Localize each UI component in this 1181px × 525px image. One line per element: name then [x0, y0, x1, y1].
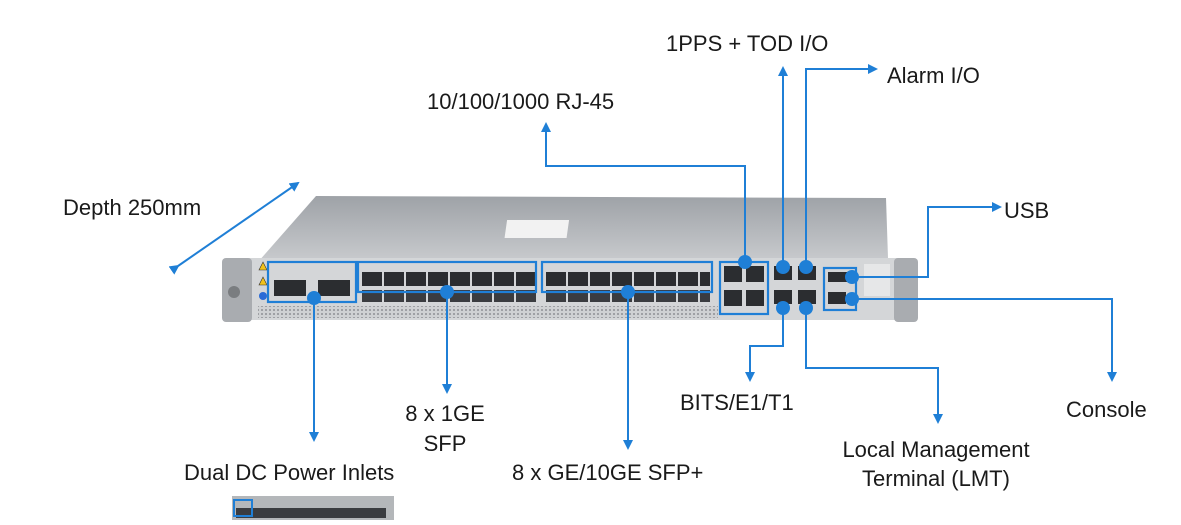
rj45-ports — [724, 266, 764, 306]
leader-lmt — [805, 308, 943, 424]
product-label-sticker — [504, 220, 570, 238]
label-1ge-sfp-line2: SFP — [423, 431, 467, 456]
dc-power-inlet — [274, 280, 306, 296]
power-icon — [259, 292, 267, 300]
depth-arrow — [168, 181, 300, 275]
label-pps-tod: 1PPS + TOD I/O — [666, 31, 829, 56]
leader-usb — [852, 202, 1002, 278]
console-port — [828, 292, 846, 304]
label-alarm: Alarm I/O — [887, 63, 980, 88]
label-bits: BITS/E1/T1 — [680, 390, 794, 415]
label-depth: Depth 250mm — [63, 195, 202, 220]
leader-bits — [745, 308, 784, 382]
ground-screw — [228, 286, 240, 298]
status-led-panel — [864, 264, 890, 296]
leader-alarm — [805, 64, 878, 267]
router-chassis — [222, 196, 918, 322]
device-thumbnail — [232, 496, 394, 520]
callout-box-usb-console — [822, 266, 858, 312]
chassis-top-panel — [258, 196, 888, 262]
label-usb: USB — [1004, 198, 1050, 223]
label-10ge-sfp: 8 x GE/10GE SFP+ — [512, 460, 704, 485]
dc-power-inlet — [318, 280, 350, 296]
usb-port-icon — [828, 272, 850, 282]
vent-grille — [258, 306, 718, 318]
warning-icon — [258, 276, 268, 286]
label-rj45: 10/100/1000 RJ-45 — [427, 89, 615, 114]
leader-lines — [168, 64, 1117, 450]
rack-ear-right — [894, 258, 918, 322]
label-1ge-sfp-line1: 8 x 1GE — [405, 401, 485, 426]
label-lmt-line2: Terminal (LMT) — [862, 466, 1010, 491]
leader-console — [852, 298, 1117, 382]
label-lmt-line1: Local Management — [842, 437, 1030, 462]
label-dc-power: Dual DC Power Inlets — [184, 460, 395, 485]
label-console: Console — [1066, 397, 1147, 422]
leader-rj45 — [541, 122, 746, 262]
